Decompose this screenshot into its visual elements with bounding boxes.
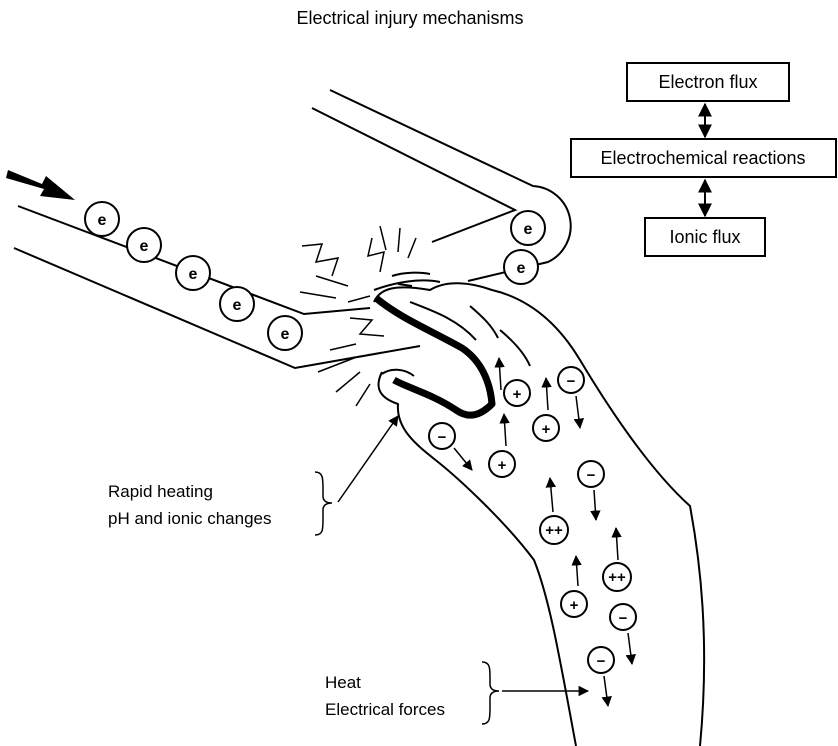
electrochemical-reactions-label: Electrochemical reactions xyxy=(600,148,805,168)
svg-text:−: − xyxy=(597,653,606,670)
wire-outer-edge xyxy=(330,90,571,281)
double-positive-ion: ++ xyxy=(603,528,631,591)
positive-ion: + xyxy=(499,358,530,406)
svg-text:−: − xyxy=(567,373,576,390)
electron: e xyxy=(504,250,538,284)
svg-text:−: − xyxy=(438,429,447,446)
positive-ion: + xyxy=(489,414,515,477)
arm-outline xyxy=(374,283,704,746)
electron-flux-label: Electron flux xyxy=(658,72,757,92)
svg-text:+: + xyxy=(498,457,507,474)
heat-label: Heat xyxy=(325,673,361,692)
svg-text:e: e xyxy=(524,221,533,238)
negative-ion: − xyxy=(578,461,604,520)
electrical-forces-label: Electrical forces xyxy=(325,700,445,719)
svg-text:e: e xyxy=(233,297,242,314)
positive-ion: + xyxy=(533,378,559,441)
svg-text:++: ++ xyxy=(545,522,563,539)
negative-ion: − xyxy=(588,647,614,706)
burn-region xyxy=(376,298,492,415)
ph-ionic-changes-label: pH and ionic changes xyxy=(108,509,272,528)
electron: e xyxy=(85,202,119,236)
ionic-flux-label: Ionic flux xyxy=(669,227,740,247)
wire-top-edge xyxy=(312,108,515,242)
rapid-heating-label: Rapid heating xyxy=(108,482,213,501)
svg-text:−: − xyxy=(587,467,596,484)
arm-annotation: Heat Electrical forces xyxy=(325,662,588,724)
positive-ion: + xyxy=(561,556,587,617)
current-input-arrow xyxy=(6,170,75,200)
diagram-title: Electrical injury mechanisms xyxy=(296,8,523,28)
electron: e xyxy=(268,316,302,350)
hand-and-arm xyxy=(374,273,704,746)
double-positive-ion: ++ xyxy=(540,478,568,544)
svg-text:e: e xyxy=(281,326,290,343)
svg-text:+: + xyxy=(542,421,551,438)
flux-flowchart: Electron flux Electrochemical reactions … xyxy=(571,63,836,256)
negative-ion: − xyxy=(558,367,584,428)
electron: e xyxy=(127,228,161,262)
svg-text:−: − xyxy=(619,610,628,627)
svg-text:++: ++ xyxy=(608,569,626,586)
contact-pointer-arrow xyxy=(338,416,398,502)
svg-text:e: e xyxy=(98,212,107,229)
electron: e xyxy=(176,256,210,290)
svg-text:+: + xyxy=(513,386,522,403)
contact-brace xyxy=(315,472,332,535)
svg-text:e: e xyxy=(140,238,149,255)
contact-annotation: Rapid heating pH and ionic changes xyxy=(108,416,398,535)
svg-text:+: + xyxy=(570,597,579,614)
arm-brace xyxy=(482,662,499,724)
svg-text:e: e xyxy=(517,260,526,277)
electron: e xyxy=(511,211,545,245)
electron: e xyxy=(220,287,254,321)
svg-text:e: e xyxy=(189,266,198,283)
negative-ion: − xyxy=(429,423,472,470)
